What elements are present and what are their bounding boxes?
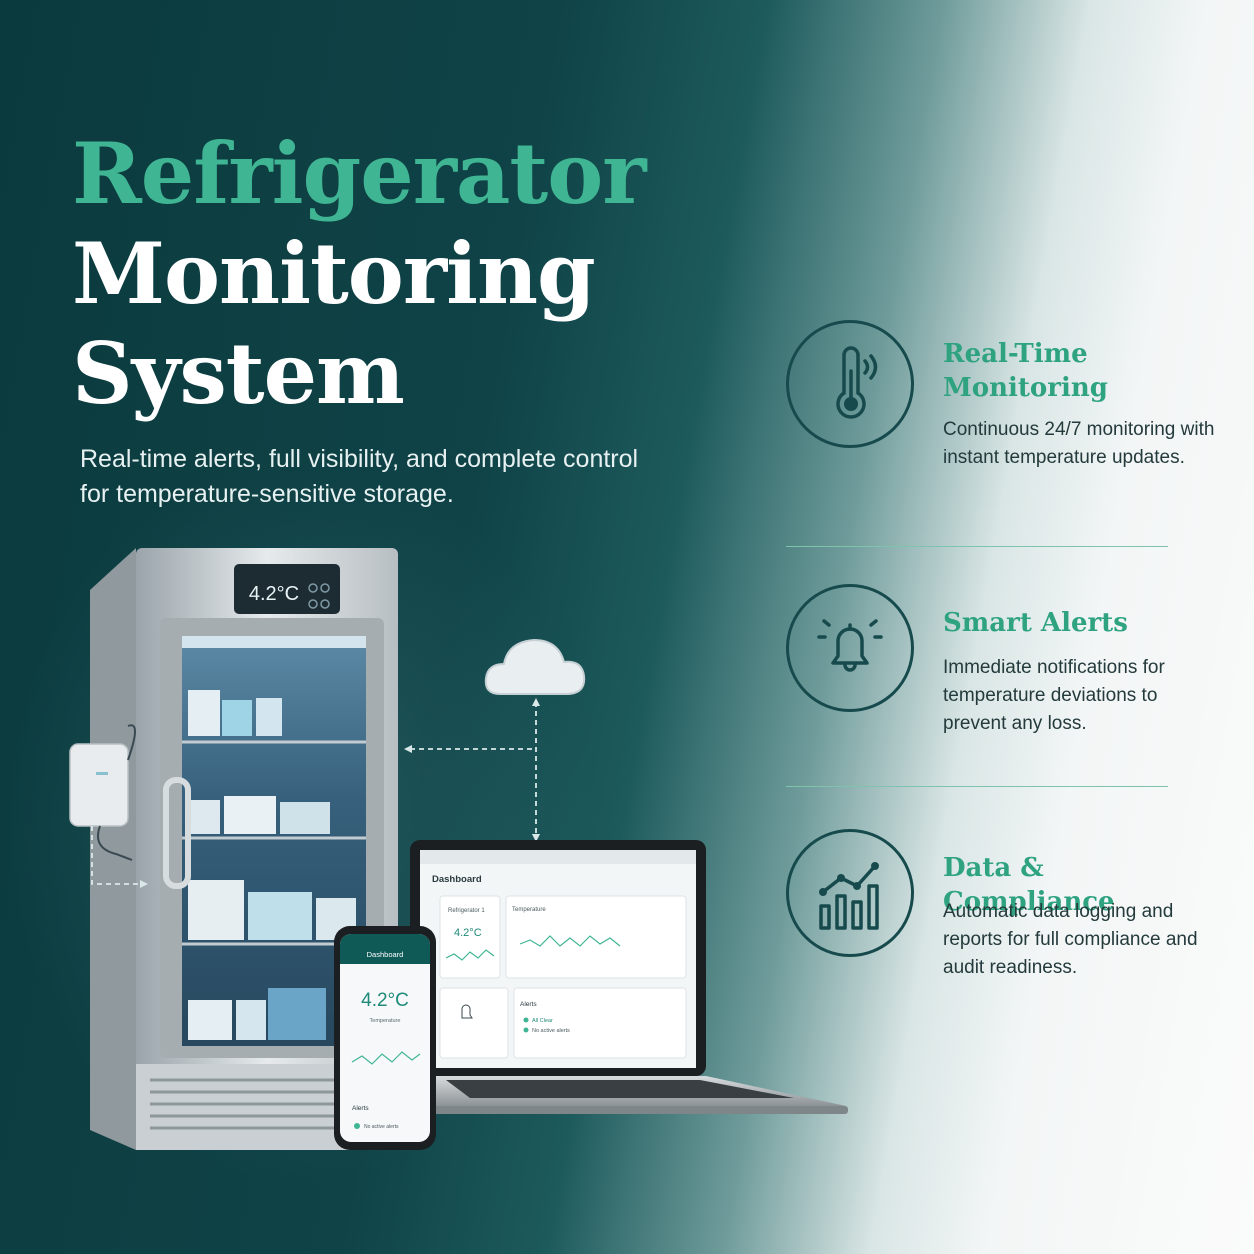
feature-desc-real-time: Continuous 24/7 monitoring with instant … [943, 419, 1215, 468]
phone-alerts-title: Alerts [352, 1105, 369, 1112]
phone-alert-detail: No active alerts [364, 1124, 399, 1130]
cloud-icon [484, 638, 586, 695]
feature-divider [786, 786, 1168, 787]
title-line-monitoring: Monitoring [72, 224, 596, 323]
feature-title-real-time: Real-Time Monitoring [943, 339, 1108, 403]
laptop-alert-detail: No active alerts [532, 1028, 570, 1034]
title-line-system: System [72, 324, 405, 423]
fridge-display-temp: 4.2°C [249, 583, 299, 605]
laptop-dashboard-header: Dashboard [432, 874, 482, 885]
phone-temp-caption: Temperature [370, 1018, 401, 1024]
phone-dashboard-header: Dashboard [367, 950, 404, 959]
refrigerator: 4.2°C [90, 548, 398, 1150]
laptop: Dashboard Refrigerator 1 4.2°C Temperatu… [410, 840, 848, 1114]
smartphone: Dashboard 4.2°C Temperature Alerts No ac… [334, 926, 436, 1150]
laptop-card-temp: 4.2°C [454, 927, 482, 939]
laptop-card-unit: Refrigerator 1 [448, 908, 485, 914]
hero-subtitle: Real-time alerts, full visibility, and c… [80, 445, 639, 508]
chart-icon [786, 829, 914, 957]
feature-desc-smart-alerts: Immediate notifications for temperature … [943, 657, 1165, 734]
sensor-device [69, 724, 136, 861]
bell-icon [786, 584, 914, 712]
thermometer-icon [786, 320, 914, 448]
laptop-alerts-title: Alerts [520, 1001, 537, 1008]
feature-title-data-compliance: Data & Compliance [943, 853, 1115, 917]
feature-divider [786, 546, 1168, 547]
title-line-refrigerator: Refrigerator [72, 124, 646, 223]
feature-title-smart-alerts: Smart Alerts [943, 608, 1128, 638]
phone-temp: 4.2°C [361, 990, 409, 1011]
feature-desc-data-compliance: Automatic data logging and reports for f… [943, 901, 1198, 978]
devices-illustration: 4.2°C Dashboard Refrigerator 1 4.2°C Tem… [69, 548, 848, 1150]
laptop-alert-status: All Clear [532, 1018, 553, 1024]
laptop-chart-title: Temperature [512, 907, 546, 913]
